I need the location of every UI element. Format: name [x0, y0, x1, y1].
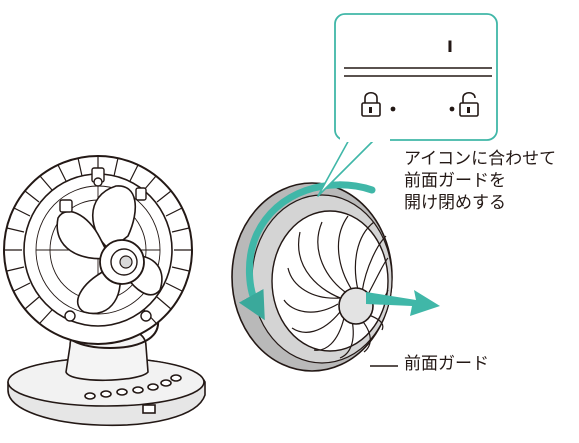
front-guard-label: 前面ガード	[404, 354, 489, 374]
position-mark: I	[447, 37, 453, 56]
guard-inner-rim	[271, 210, 389, 352]
guard-spiral-grille	[283, 215, 389, 359]
fan-hub	[99, 239, 145, 285]
callout-line-1: アイコンに合わせて	[404, 149, 557, 169]
rotate-arrow	[238, 181, 376, 321]
lock-detail-inset: I	[317, 13, 498, 197]
callout-instruction: アイコンに合わせて 前面ガードを 開け閉めする	[404, 148, 556, 214]
front-guard-illustration	[231, 181, 440, 372]
lock-open-icon	[459, 91, 479, 117]
lock-open-dot	[449, 106, 455, 112]
pull-off-arrow	[366, 290, 440, 316]
base-buttons	[84, 374, 182, 414]
guard-center-cap	[338, 287, 374, 325]
inset-box	[334, 13, 498, 141]
lock-closed-icon	[361, 91, 381, 117]
guard-mount-tabs	[59, 167, 152, 322]
callout-line-3: 開け閉めする	[404, 193, 506, 213]
fan-unit-illustration	[3, 155, 206, 427]
callout-line-2: 前面ガードを	[404, 171, 506, 191]
lock-closed-dot	[390, 106, 396, 112]
blade-left	[56, 210, 112, 260]
